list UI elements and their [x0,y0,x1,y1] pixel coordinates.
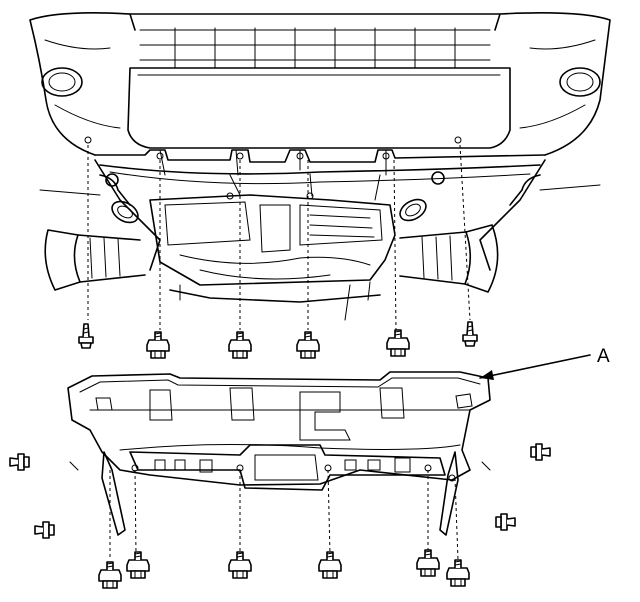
callout-a-label: A [597,346,610,367]
bolt-lower-3 [228,551,252,579]
lower-bolt-row [98,469,470,589]
clip-left-upper [9,453,30,471]
bolt-upper-2 [228,331,252,359]
bolt-upper-1 [146,331,170,359]
screw-upper-left [78,323,94,349]
bolt-lower-4 [318,551,342,579]
bolt-upper-3 [296,331,320,359]
subframe-assembly [39,149,601,321]
bolt-lower-5 [416,549,440,577]
bolt-upper-4 [386,329,410,357]
bumper-assembly [29,12,611,163]
engine-undercover [67,371,491,536]
screw-upper-right [462,321,478,347]
upper-bolt-row [78,144,478,359]
callout-a: A [479,346,610,380]
clip-right-upper [530,443,551,461]
bolt-lower-6 [446,559,470,587]
clip-left-lower [34,521,55,539]
bolt-lower-2 [126,551,150,579]
side-clips [9,443,551,539]
clip-right-lower [495,513,516,531]
bolt-lower-1 [98,561,122,589]
